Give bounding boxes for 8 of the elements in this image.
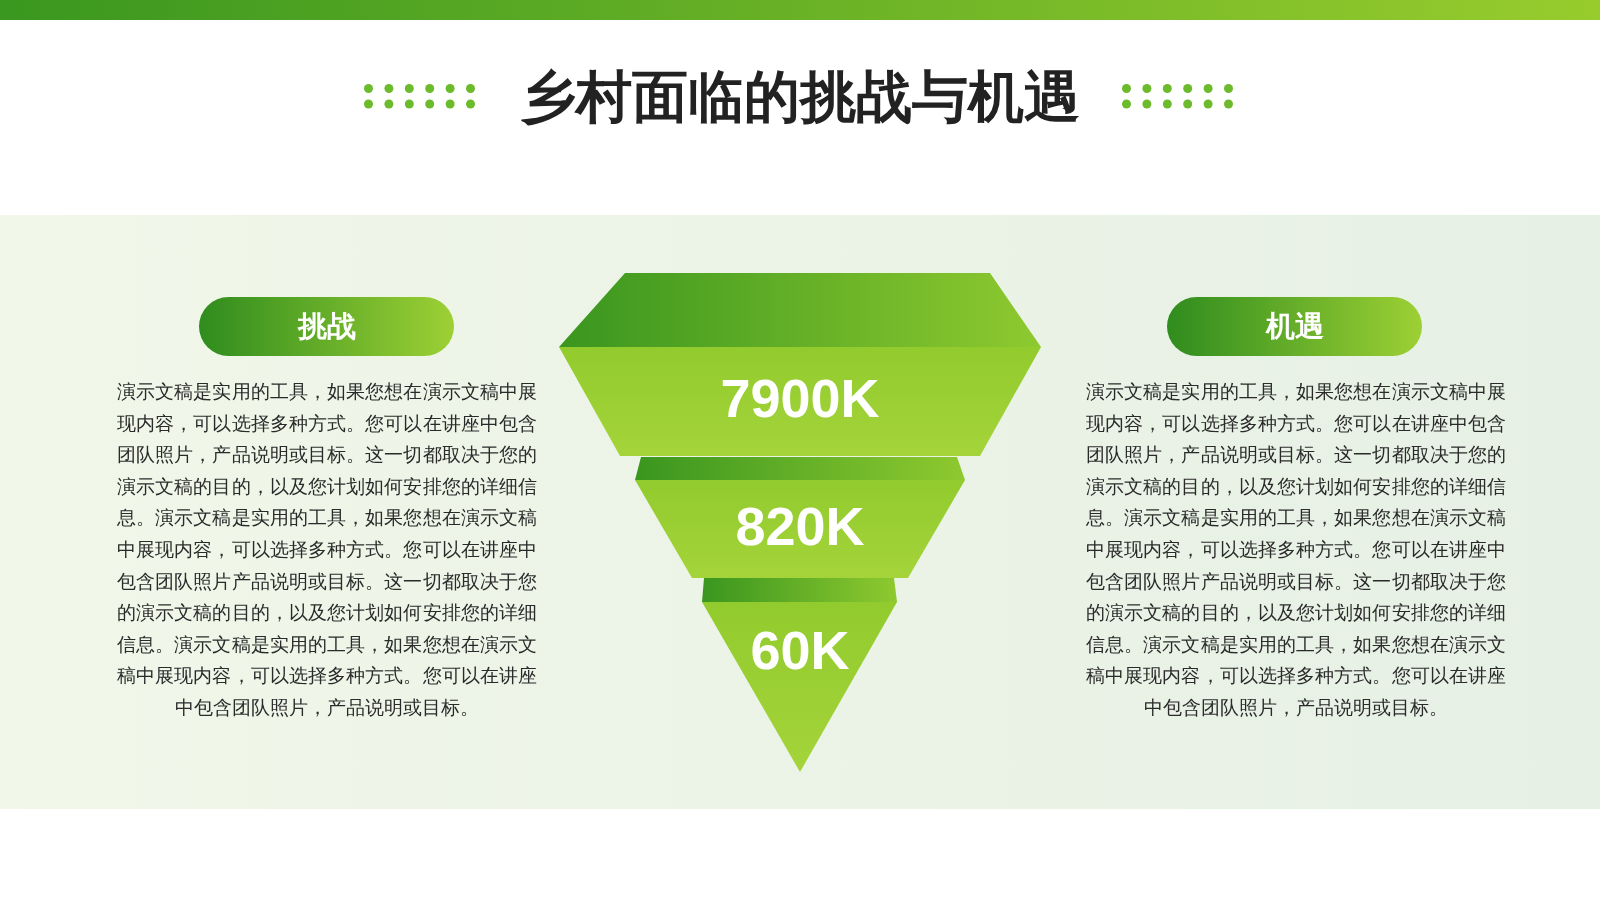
body-paragraph: 演示文稿是实用的工具，如果您想在演示文稿中展现内容，可以选择多种方式。您可以在讲座中包含团队照片，产品说明或目标。这一切都取决于您的演示文稿的目的，以及您计划如何安排您的详细信息。演示文稿是实用的工具，如果您想在演示文稿中展现内容，可以选择多种方式。您可以在讲座中包含团队照片产品说明或目标。这一切都取决于您的演示文稿的目的，以及您计划如何安排您的详细信息。演示文稿是实用的工具，如果您想在演示文稿中展现内容，可以选择多种方式。您可以在讲座中包含团队照片，产品说明或目标。 [1086,380,1506,720]
section-heading: 挑战 [199,297,454,356]
stat-value: 7900K [720,371,880,425]
slide-title: 乡村面临的挑战与机遇 [520,65,1080,130]
body-paragraph: 演示文稿是实用的工具，如果您想在演示文稿中展现内容，可以选择多种方式。您可以在讲座中包含团队照片，产品说明或目标。这一切都取决于您的演示文稿的目的，以及您计划如何安排您的详细信息。演示文稿是实用的工具，如果您想在演示文稿中展现内容，可以选择多种方式。您可以在讲座中包含团队照片产品说明或目标。这一切都取决于您的演示文稿的目的，以及您计划如何安排您的详细信息。演示文稿是实用的工具，如果您想在演示文稿中展现内容，可以选择多种方式。您可以在讲座中包含团队照片，产品说明或目标。 [117,380,537,720]
stat-value: 820K [735,499,865,553]
section-heading: 机遇 [1167,297,1422,356]
stat-value: 60K [750,623,850,677]
